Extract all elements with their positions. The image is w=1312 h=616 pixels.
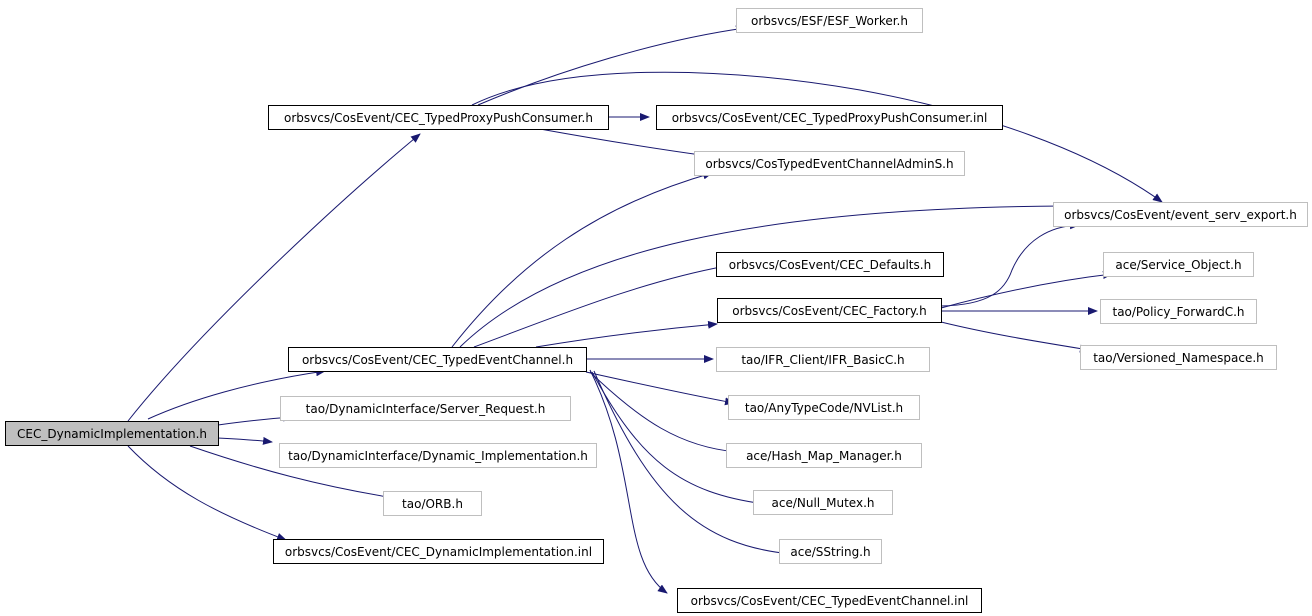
node-tppc_h[interactable]: orbsvcs/CosEvent/CEC_TypedProxyPushConsu… <box>268 105 609 130</box>
edge-tec_h-to-admin <box>451 171 713 348</box>
node-dynimpl: tao/DynamicInterface/Dynamic_Implementat… <box>279 443 597 468</box>
edge-tppc_h-to-export <box>471 71 1163 203</box>
node-hashmap: ace/Hash_Map_Manager.h <box>726 443 922 468</box>
node-box-svcobj <box>1103 252 1254 277</box>
edge-tec_h-to-tec_inl <box>589 369 668 594</box>
node-box-hashmap <box>726 443 922 468</box>
node-orb: tao/ORB.h <box>383 491 482 516</box>
edges-layer <box>127 25 1163 594</box>
node-admin: orbsvcs/CosTypedEventChannelAdminS.h <box>694 151 965 176</box>
node-label-svcobj: ace/Service_Object.h <box>1115 258 1241 272</box>
node-label-hashmap: ace/Hash_Map_Manager.h <box>746 449 902 463</box>
edge-factory-to-svcobj <box>940 271 1113 309</box>
edge-root-to-orb <box>189 445 395 501</box>
node-label-sstring: ace/SString.h <box>790 545 870 559</box>
node-box-nullmutex <box>753 490 893 515</box>
node-label-tppc_h: orbsvcs/CosEvent/CEC_TypedProxyPushConsu… <box>284 111 593 125</box>
node-box-vns <box>1080 345 1277 370</box>
edge-root-to-dynimpl <box>217 436 273 445</box>
edge-tec_h-to-nvlist <box>585 371 735 406</box>
node-label-tppc_inl: orbsvcs/CosEvent/CEC_TypedProxyPushConsu… <box>672 111 988 125</box>
edge-tec_h-to-hashmap <box>589 371 738 456</box>
node-box-export <box>1053 202 1308 227</box>
node-esf: orbsvcs/ESF/ESF_Worker.h <box>736 8 923 33</box>
edge-factory-to-export <box>940 221 1080 307</box>
node-label-srvreq: tao/DynamicInterface/Server_Request.h <box>306 402 546 416</box>
node-box-ifr <box>716 347 930 372</box>
edge-tec_h-to-nullmutex <box>591 371 766 507</box>
node-box-tppc_h <box>268 105 609 130</box>
edge-root-to-tec_h <box>147 368 326 420</box>
node-label-ifr: tao/IFR_Client/IFR_BasicC.h <box>741 353 904 367</box>
node-label-defaults: orbsvcs/CosEvent/CEC_Defaults.h <box>729 258 931 272</box>
node-tppc_inl[interactable]: orbsvcs/CosEvent/CEC_TypedProxyPushConsu… <box>656 105 1003 130</box>
node-box-root <box>5 421 219 446</box>
node-label-export: orbsvcs/CosEvent/event_serv_export.h <box>1064 208 1297 222</box>
edge-tppc_h-to-admin <box>539 128 709 159</box>
node-box-dynimpl <box>279 443 597 468</box>
edge-root-to-dyn_inl <box>127 445 287 541</box>
node-label-dynimpl: tao/DynamicInterface/Dynamic_Implementat… <box>288 449 588 463</box>
node-box-defaults <box>716 252 944 277</box>
node-label-tec_inl: orbsvcs/CosEvent/CEC_TypedEventChannel.i… <box>691 594 969 608</box>
node-box-orb <box>383 491 482 516</box>
node-tec_h[interactable]: orbsvcs/CosEvent/CEC_TypedEventChannel.h <box>288 347 587 372</box>
node-box-dyn_inl <box>273 539 604 564</box>
edge-tec_h-to-defaults <box>473 263 727 348</box>
node-label-nvlist: tao/AnyTypeCode/NVList.h <box>745 401 903 415</box>
edge-tec_h-to-export <box>459 202 1064 348</box>
node-factory[interactable]: orbsvcs/CosEvent/CEC_Factory.h <box>717 298 942 323</box>
node-srvreq: tao/DynamicInterface/Server_Request.h <box>280 396 571 421</box>
edge-root-to-tppc_h <box>127 133 421 422</box>
node-label-dyn_inl: orbsvcs/CosEvent/CEC_DynamicImplementati… <box>285 545 592 559</box>
node-label-policy: tao/Policy_ForwardC.h <box>1112 305 1244 319</box>
node-label-nullmutex: ace/Null_Mutex.h <box>772 496 875 510</box>
node-nullmutex: ace/Null_Mutex.h <box>753 490 893 515</box>
node-defaults[interactable]: orbsvcs/CosEvent/CEC_Defaults.h <box>716 252 944 277</box>
node-box-tec_inl <box>677 588 982 613</box>
node-box-admin <box>694 151 965 176</box>
node-box-tppc_inl <box>656 105 1003 130</box>
node-export: orbsvcs/CosEvent/event_serv_export.h <box>1053 202 1308 227</box>
node-box-esf <box>736 8 923 33</box>
node-policy: tao/Policy_ForwardC.h <box>1100 299 1257 324</box>
edge-factory-to-vns <box>940 321 1090 353</box>
node-label-esf: orbsvcs/ESF/ESF_Worker.h <box>751 14 908 28</box>
node-box-tec_h <box>288 347 587 372</box>
node-label-tec_h: orbsvcs/CosEvent/CEC_TypedEventChannel.h <box>302 353 573 367</box>
node-sstring: ace/SString.h <box>779 539 882 564</box>
node-ifr: tao/IFR_Client/IFR_BasicC.h <box>716 347 930 372</box>
node-label-admin: orbsvcs/CosTypedEventChannelAdminS.h <box>705 157 953 171</box>
node-box-sstring <box>779 539 882 564</box>
node-box-srvreq <box>280 396 571 421</box>
node-nvlist: tao/AnyTypeCode/NVList.h <box>728 395 920 420</box>
node-box-policy <box>1100 299 1257 324</box>
node-root[interactable]: CEC_DynamicImplementation.h <box>5 421 219 446</box>
edge-tec_h-to-factory <box>535 320 718 348</box>
node-label-root: CEC_DynamicImplementation.h <box>17 427 207 441</box>
node-box-factory <box>717 298 942 323</box>
node-dyn_inl[interactable]: orbsvcs/CosEvent/CEC_DynamicImplementati… <box>273 539 604 564</box>
node-box-nvlist <box>728 395 920 420</box>
nodes-layer: CEC_DynamicImplementation.h orbsvcs/CosEv… <box>5 8 1308 613</box>
node-svcobj: ace/Service_Object.h <box>1103 252 1254 277</box>
edge-tec_h-to-sstring <box>593 370 792 558</box>
node-label-vns: tao/Versioned_Namespace.h <box>1093 351 1264 365</box>
node-label-orb: tao/ORB.h <box>402 497 463 511</box>
edge-tppc_h-to-esf <box>477 25 746 106</box>
node-vns: tao/Versioned_Namespace.h <box>1080 345 1277 370</box>
node-label-factory: orbsvcs/CosEvent/CEC_Factory.h <box>732 304 926 318</box>
node-tec_inl[interactable]: orbsvcs/CosEvent/CEC_TypedEventChannel.i… <box>677 588 982 613</box>
